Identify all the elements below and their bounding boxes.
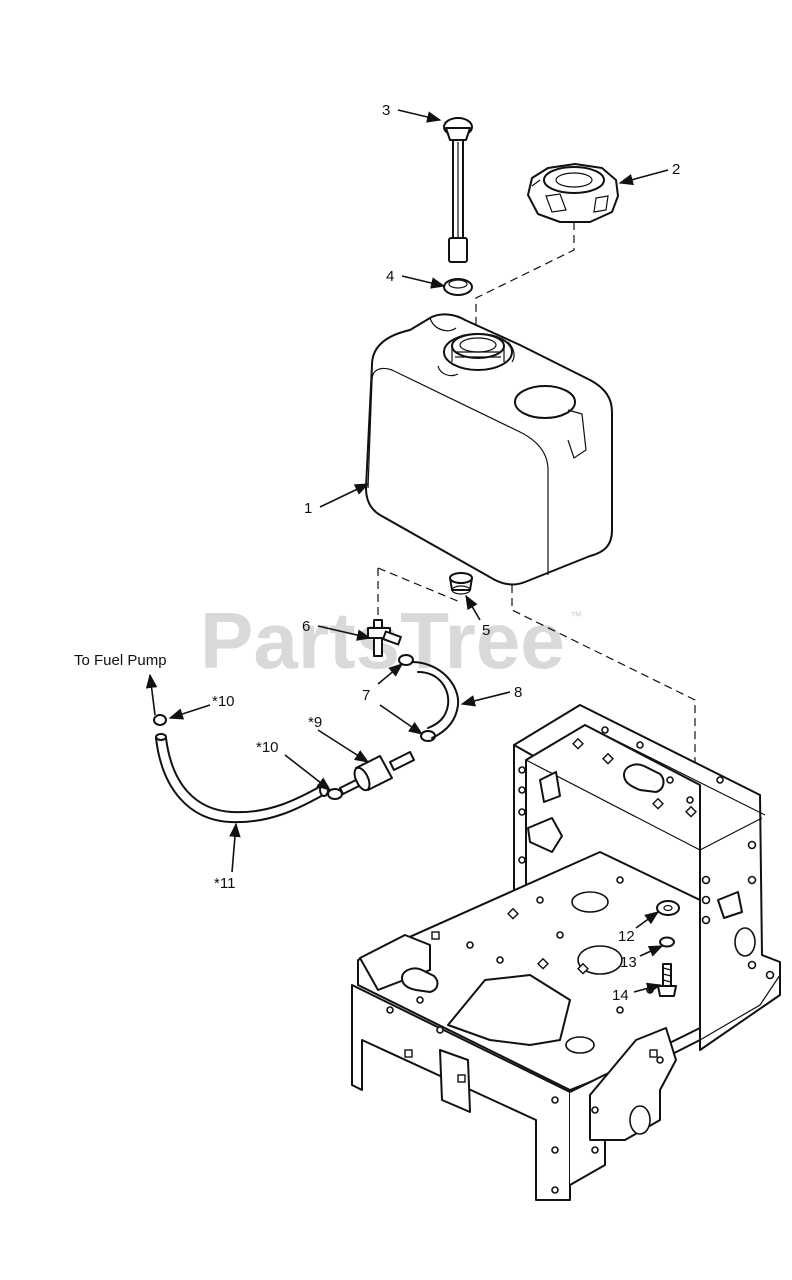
part-11-hose — [155, 733, 329, 824]
callout-9: *9 — [308, 714, 322, 731]
to-fuel-pump-label: To Fuel Pump — [74, 652, 167, 669]
callout-13: 13 — [620, 954, 637, 971]
leader-arrows — [145, 109, 669, 994]
callout-1: 1 — [304, 500, 312, 517]
callout-10a: *10 — [212, 693, 235, 710]
callout-6: 6 — [302, 618, 310, 635]
callout-2: 2 — [672, 161, 680, 178]
callout-3: 3 — [382, 102, 390, 119]
part-5-bushing — [449, 572, 473, 595]
callout-5: 5 — [482, 622, 490, 639]
frame-square-holes — [404, 737, 697, 1083]
callout-11: *11 — [214, 875, 235, 892]
alignment-lines — [377, 222, 696, 800]
part-9-fuel-filter — [339, 751, 415, 795]
part-2-fuel-cap — [527, 163, 619, 223]
part-1-fuel-tank — [365, 313, 613, 586]
callout-12: 12 — [618, 928, 635, 945]
part-12-washer — [656, 900, 680, 916]
callout-labels: 3 2 4 1 5 6 7 8 *9 *10 *10 *11 12 13 14 … — [74, 102, 680, 1004]
part-3-dipstick — [443, 117, 473, 263]
callout-14: 14 — [612, 987, 629, 1004]
part-10-clamps — [153, 714, 343, 800]
callout-4: 4 — [386, 268, 394, 285]
callout-10b: *10 — [256, 739, 279, 756]
part-13-lockwasher — [659, 936, 675, 948]
watermark-trademark: ™ — [570, 609, 582, 623]
part-4-grommet — [443, 278, 473, 296]
frame — [351, 704, 781, 1201]
frame-small-holes — [386, 726, 775, 1194]
callout-7: 7 — [362, 687, 370, 704]
callout-8: 8 — [514, 684, 522, 701]
part-8-hose — [411, 661, 460, 739]
